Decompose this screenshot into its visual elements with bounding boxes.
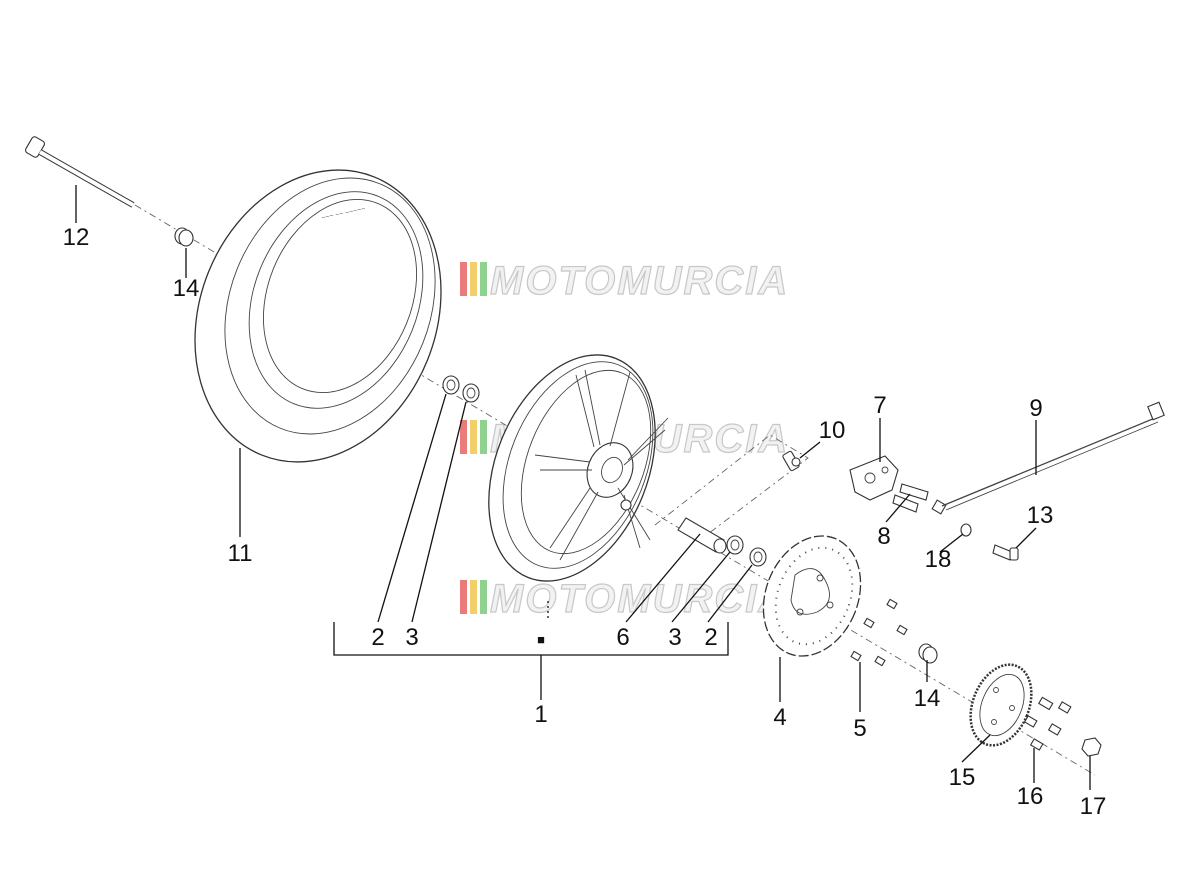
callout-2: 2 [371,624,384,651]
spacer-left [174,227,194,247]
callout-15: 15 [949,764,976,791]
leader-lines [75,185,1091,790]
axle-nut [1081,737,1102,757]
svg-text:MOTOMURCIA: MOTOMURCIA [490,577,789,621]
bearing-left [442,375,460,395]
callout-16: 16 [1017,783,1044,810]
tyre: ~~~ ~~ ~~~~~ [194,169,442,463]
seal-left [462,383,480,403]
axle-bolt [24,136,135,208]
sensor-bolt [992,544,1019,561]
callout-8: 8 [877,523,890,550]
wheel-rim [488,354,669,582]
callout-labels: 1 2 3 6 3 2 4 5 7 8 9 10 11 12 13 14 14 … [63,224,1107,820]
kit-marker: ■ [537,632,545,647]
callout-5: 5 [853,715,866,742]
sensor-bracket [849,455,899,501]
callout-17: 17 [1080,793,1107,820]
callout-9: 9 [1029,395,1042,422]
disc-bolts [850,598,908,667]
callout-3: 3 [405,624,418,651]
callout-4: 4 [773,704,786,731]
callout-1: 1 [534,701,547,728]
axis-line-main [134,204,1096,776]
washer [960,523,972,537]
callout-6: 6 [616,624,629,651]
callout-14: 14 [173,275,200,302]
seal-right [726,535,744,555]
axis-line-valve [654,434,809,541]
callout-14: 14 [914,685,941,712]
ring-bolts [1023,696,1072,751]
watermark-bottom: MOTOMURCIA [460,576,789,622]
valve [782,450,801,472]
callout-11: 11 [228,540,253,567]
callout-3: 3 [668,624,681,651]
spacer-tube [677,517,727,554]
callout-18: 18 [925,546,952,573]
abs-sensor-cable [941,401,1165,511]
brake-disc [762,535,862,657]
spacer-right [918,643,938,664]
svg-text:MOTOMURCIA: MOTOMURCIA [490,259,789,303]
callout-7: 7 [873,392,886,419]
bracket-screws [892,483,947,515]
watermark-top: MOTOMURCIA [460,258,789,304]
bearing-right [749,547,767,567]
callout-2: 2 [704,624,717,651]
kit-bracket [333,622,729,700]
abs-tone-ring [969,663,1033,747]
callout-10: 10 [819,417,846,444]
callout-12: 12 [63,224,90,251]
callout-13: 13 [1027,502,1054,529]
